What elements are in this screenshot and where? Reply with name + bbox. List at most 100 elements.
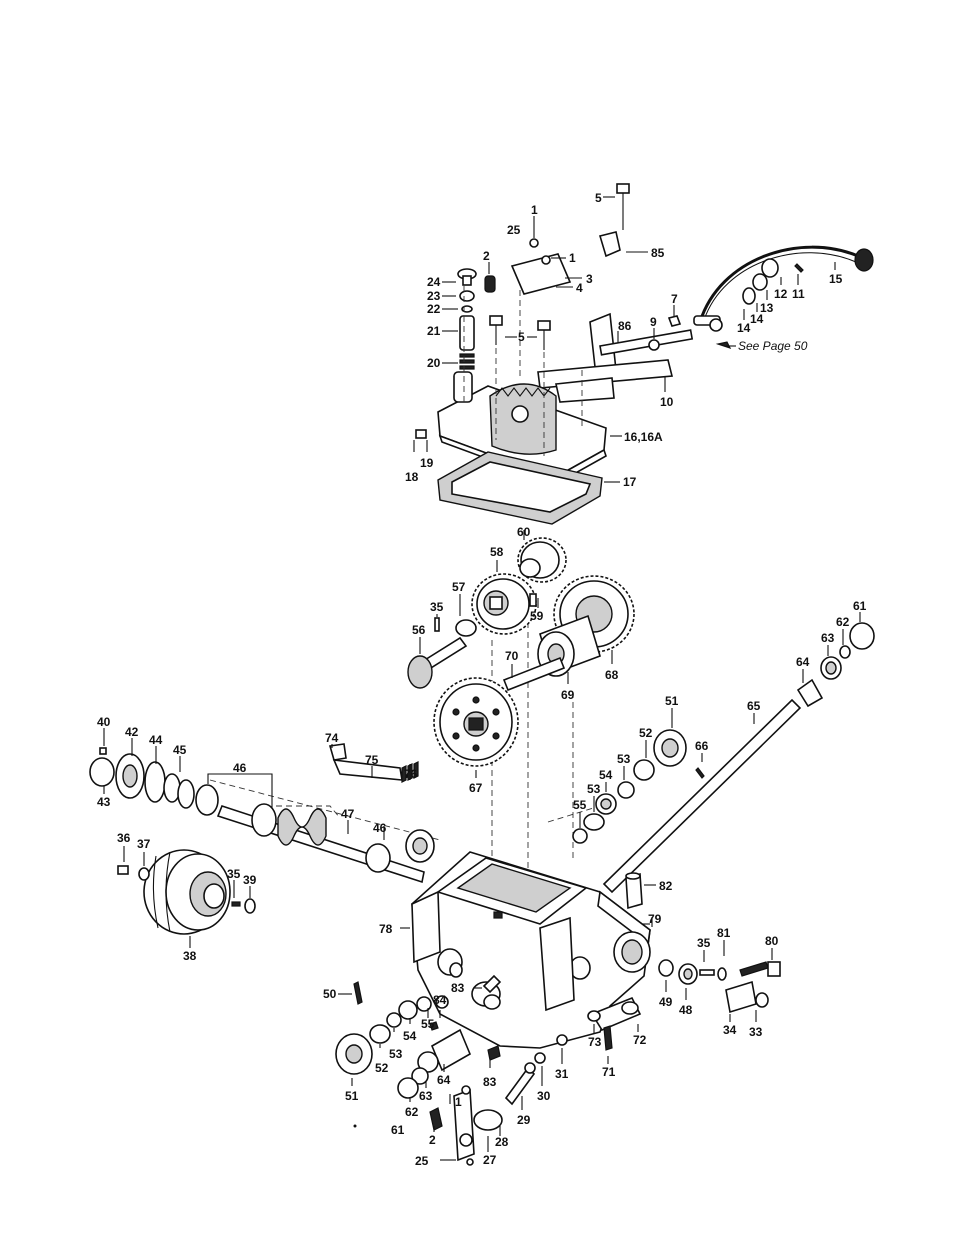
callout-76: 76 [404, 767, 418, 781]
callout-19: 19 [420, 456, 434, 470]
callout-48: 48 [679, 1003, 693, 1017]
callout-81: 81 [717, 926, 731, 940]
pinion-part-56 [407, 636, 468, 689]
callout-1: 1 [569, 251, 576, 265]
callout-18: 18 [405, 470, 419, 484]
callout-10: 10 [660, 395, 674, 409]
left-lower-hardware [335, 974, 502, 1102]
callout-55: 55 [573, 798, 587, 812]
callout-84: 84 [433, 993, 447, 1007]
callout-65: 65 [747, 699, 761, 713]
shift-fork-parts-74-76 [328, 743, 419, 783]
callout-40: 40 [97, 715, 111, 729]
stray-mark [353, 1124, 357, 1128]
callout-30: 30 [537, 1089, 551, 1103]
callout-61: 61 [853, 599, 867, 613]
callout-55: 55 [421, 1017, 435, 1031]
callout-56: 56 [412, 623, 426, 637]
callout-52: 52 [375, 1061, 389, 1075]
callout-78: 78 [379, 922, 393, 936]
callout-59: 59 [530, 609, 544, 623]
axle-assembly-right [572, 612, 875, 894]
spring-part-2 [484, 262, 496, 293]
callout-34: 34 [723, 1023, 737, 1037]
callout-72: 72 [633, 1033, 647, 1047]
callout-60: 60 [517, 525, 531, 539]
callout-85: 85 [651, 246, 665, 260]
callout-50: 50 [323, 987, 337, 1001]
callout-labels: 5 1 25 1 85 2 3 4 24 23 22 21 20 5 86 7 … [97, 191, 867, 1168]
see-page-arrow [715, 341, 736, 350]
callout-39: 39 [243, 873, 257, 887]
callout-83: 83 [483, 1075, 497, 1089]
callout-54: 54 [599, 768, 613, 782]
callout-15: 15 [829, 272, 843, 286]
differential-gear-part-68 [537, 575, 635, 677]
bottom-lever-assembly [429, 1034, 568, 1166]
callout-9: 9 [650, 315, 657, 329]
end-cap-stack-40-45 [89, 728, 273, 816]
callout-12: 12 [774, 287, 788, 301]
callout-80: 80 [765, 934, 779, 948]
callout-46: 46 [373, 821, 387, 835]
callout-71: 71 [602, 1065, 616, 1079]
callout-52: 52 [639, 726, 653, 740]
washers-11-to-14 [709, 258, 804, 332]
callout-2: 2 [429, 1133, 436, 1147]
callout-37: 37 [137, 837, 151, 851]
callout-64: 64 [796, 655, 810, 669]
callout-1: 1 [531, 203, 538, 217]
callout-47: 47 [341, 807, 355, 821]
callout-51: 51 [345, 1089, 359, 1103]
callout-4: 4 [576, 281, 583, 295]
bolt-part-5-top [603, 183, 630, 230]
callout-25: 25 [507, 223, 521, 237]
cover-assembly [413, 183, 874, 525]
callout-63: 63 [419, 1089, 433, 1103]
callout-70: 70 [505, 649, 519, 663]
pin-part-82 [625, 872, 656, 910]
callout-61: 61 [391, 1123, 405, 1137]
clip-part-85 [598, 231, 648, 258]
callout-24: 24 [427, 275, 441, 289]
ring-part-57 [455, 594, 477, 637]
big-gear-part-67 [433, 677, 519, 778]
callout-66: 66 [695, 739, 709, 753]
callout-29: 29 [517, 1113, 531, 1127]
right-hardware [651, 917, 781, 1022]
bolt-part-5-middle [489, 315, 551, 350]
worm-shaft-part-47 [216, 803, 435, 884]
callout-17: 17 [623, 475, 637, 489]
callout-2: 2 [483, 249, 490, 263]
callout-3: 3 [586, 272, 593, 286]
key-part-59 [529, 593, 539, 608]
callout-31: 31 [555, 1067, 569, 1081]
gasket-part-17 [437, 451, 620, 525]
callout-62: 62 [836, 615, 850, 629]
callout-53: 53 [389, 1047, 403, 1061]
pin-part-35 [434, 614, 440, 632]
callout-53: 53 [587, 782, 601, 796]
gear-part-60 [517, 530, 567, 583]
worm-shaft-assembly [89, 728, 435, 948]
callout-7: 7 [671, 292, 678, 306]
callout-14: 14 [750, 312, 764, 326]
callout-23: 23 [427, 289, 441, 303]
callout-46: 46 [233, 761, 247, 775]
callout-28: 28 [495, 1135, 509, 1149]
callout-22: 22 [427, 302, 441, 316]
callout-36: 36 [117, 831, 131, 845]
callout-54: 54 [403, 1029, 417, 1043]
callout-73: 73 [588, 1035, 602, 1049]
callout-68: 68 [605, 668, 619, 682]
callout-86: 86 [618, 319, 632, 333]
callout-14: 14 [737, 321, 751, 335]
callout-82: 82 [659, 879, 673, 893]
callout-74: 74 [325, 731, 339, 745]
detent-stack [442, 268, 477, 370]
callout-27: 27 [483, 1153, 497, 1167]
callout-63: 63 [821, 631, 835, 645]
callout-21: 21 [427, 324, 441, 338]
